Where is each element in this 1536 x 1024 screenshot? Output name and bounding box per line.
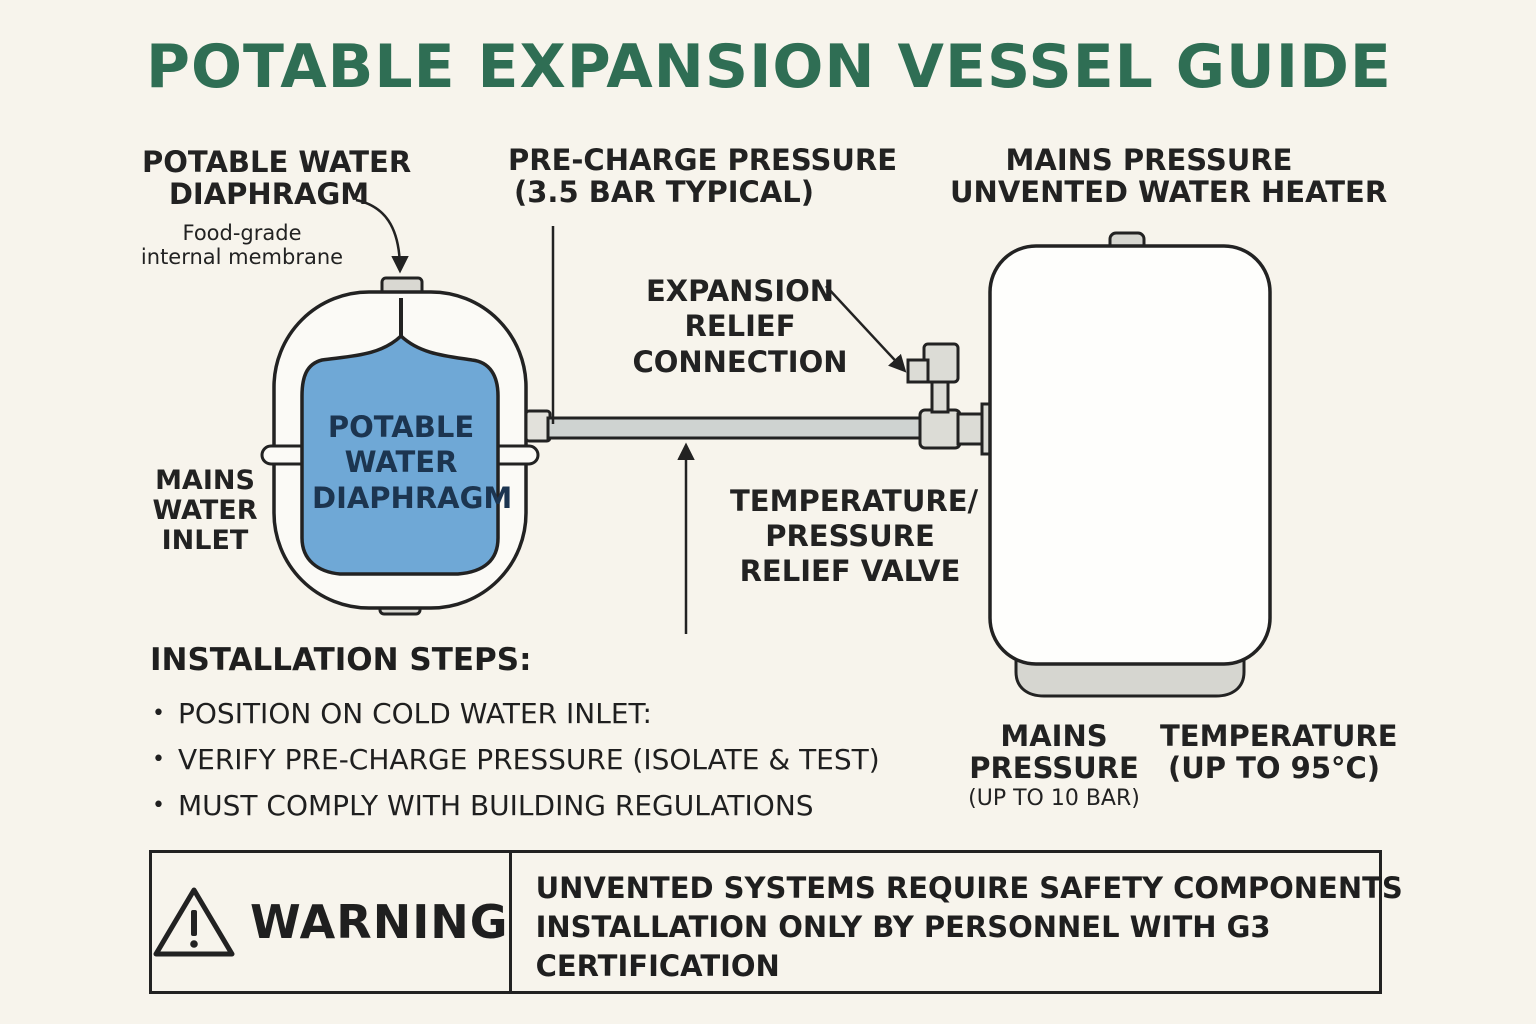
- label-line: WATER: [344, 445, 458, 480]
- label-tprv: TEMPERATURE/ PRESSURE RELIEF VALVE: [730, 484, 979, 588]
- warning-line: UNVENTED SYSTEMS REQUIRE SAFETY COMPONEN…: [535, 871, 1403, 905]
- bullet: •: [152, 746, 165, 772]
- label-line: PRESSURE: [765, 518, 935, 553]
- water-heater: [988, 231, 1272, 698]
- relief-valve-fitting: [906, 342, 994, 456]
- label-mains-inlet: MAINS WATER INLET: [150, 465, 260, 557]
- label-line: (UP TO 95°C): [1167, 751, 1381, 786]
- step-text: POSITION ON COLD WATER INLET:: [178, 696, 652, 730]
- label-line: DIAPHRAGM: [312, 480, 513, 515]
- label-line: CONNECTION: [632, 344, 848, 379]
- warning-label: WARNING: [250, 895, 509, 949]
- label-water-heater: MAINS PRESSURE UNVENTED WATER HEATER: [950, 143, 1388, 210]
- installation-steps: • POSITION ON COLD WATER INLET: • VERIFY P…: [152, 690, 880, 828]
- installation-heading: INSTALLATION STEPS:: [150, 642, 532, 678]
- step-text: VERIFY PRE-CHARGE PRESSURE (ISOLATE & TE…: [178, 742, 880, 776]
- label-line: INLET: [161, 525, 249, 557]
- leader-lines: [355, 198, 907, 634]
- label-line: TEMPERATURE: [1160, 719, 1398, 753]
- diaphragm-membrane: [300, 333, 500, 576]
- label-diaphragm-top: POTABLE WATER DIAPHRAGM: [142, 145, 412, 212]
- label-precharge: PRE-CHARGE PRESSURE (3.5 BAR TYPICAL): [508, 143, 898, 210]
- label-line: WATER: [152, 495, 258, 527]
- label-line: RELIEF VALVE: [739, 553, 961, 588]
- label-line: (3.5 BAR TYPICAL): [514, 175, 814, 210]
- label-line: RELIEF: [684, 309, 796, 344]
- label-line: MAINS: [1000, 719, 1108, 753]
- label-line: PRE-CHARGE PRESSURE: [508, 143, 898, 177]
- label-line: TEMPERATURE/: [730, 484, 979, 518]
- label-diaphragm-inner: POTABLE WATER DIAPHRAGM: [312, 410, 513, 516]
- warning-line: INSTALLATION ONLY BY PERSONNEL WITH G3: [535, 910, 1271, 944]
- label-line: internal membrane: [140, 244, 344, 269]
- warning-panel: WARNING UNVENTED SYSTEMS REQUIRE SAFETY …: [149, 850, 1403, 994]
- warning-text-cell: UNVENTED SYSTEMS REQUIRE SAFETY COMPONEN…: [512, 853, 1403, 991]
- expansion-vessel: [260, 276, 552, 616]
- label-line: EXPANSION: [645, 274, 835, 308]
- page-title: POTABLE EXPANSION VESSEL GUIDE: [146, 32, 1392, 102]
- warning-label-cell: WARNING: [152, 853, 512, 991]
- list-item: • POSITION ON COLD WATER INLET:: [152, 690, 880, 736]
- label-membrane: Food-grade internal membrane: [124, 221, 360, 269]
- label-line: (UP TO 10 BAR): [968, 785, 1140, 811]
- label-line: DIAPHRAGM: [168, 177, 370, 212]
- label-line: PRESSURE: [969, 751, 1139, 786]
- connecting-pipe: [546, 416, 926, 440]
- label-temperature: TEMPERATURE (UP TO 95°C): [1160, 719, 1398, 786]
- list-item: • VERIFY PRE-CHARGE PRESSURE (ISOLATE & T…: [152, 736, 880, 782]
- label-expansion-relief: EXPANSION RELIEF CONNECTION: [632, 274, 848, 380]
- label-line: MAINS PRESSURE: [1005, 143, 1293, 177]
- label-mains-pressure: MAINS PRESSURE (UP TO 10 BAR): [962, 720, 1146, 812]
- bullet: •: [152, 700, 165, 726]
- warning-triangle-icon: [153, 887, 235, 957]
- warning-line: CERTIFICATION: [535, 949, 780, 983]
- list-item: • MUST COMPLY WITH BUILDING REGULATIONS: [152, 782, 880, 828]
- bullet: •: [152, 792, 165, 818]
- label-line: POTABLE: [327, 410, 475, 444]
- label-line: Food-grade: [182, 221, 302, 245]
- step-text: MUST COMPLY WITH BUILDING REGULATIONS: [178, 788, 814, 822]
- label-line: POTABLE WATER: [142, 145, 412, 179]
- label-line: MAINS: [155, 465, 255, 496]
- label-line: UNVENTED WATER HEATER: [950, 175, 1388, 210]
